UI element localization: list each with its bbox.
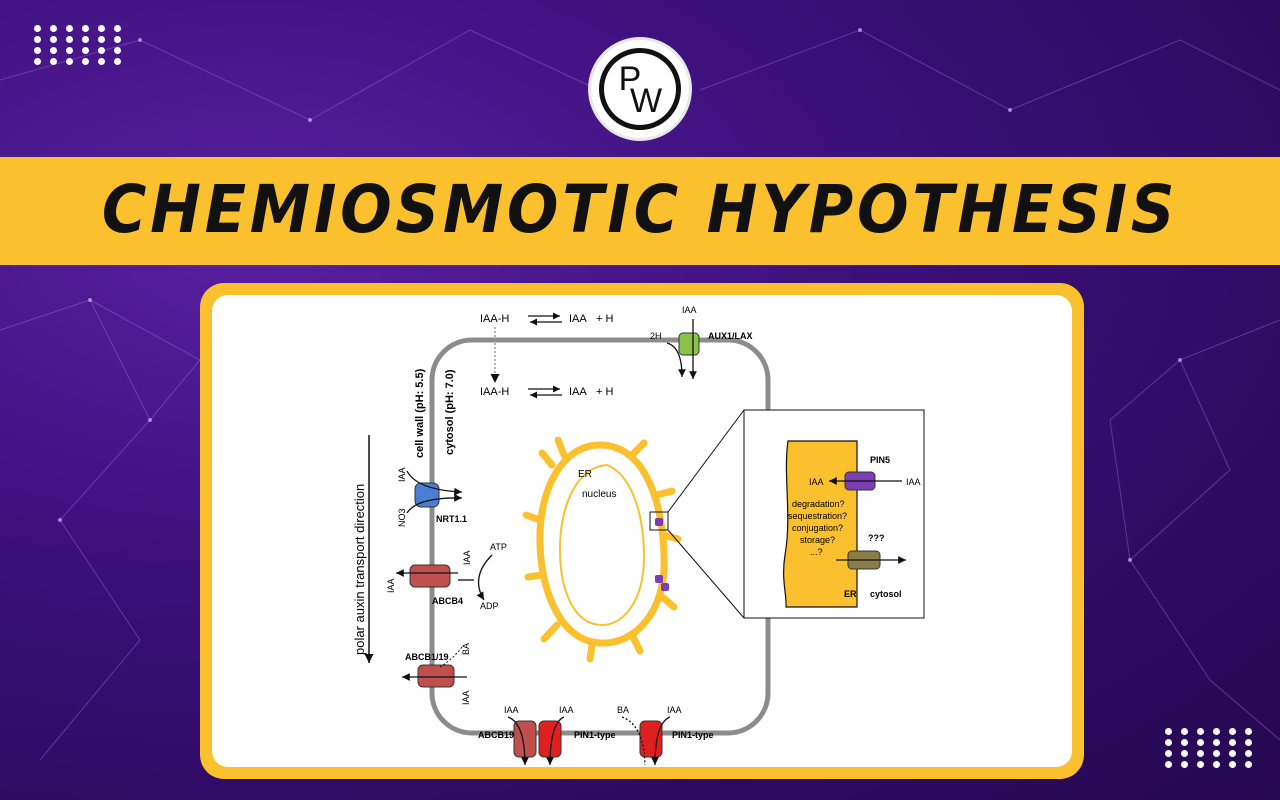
inset-q5: ...? <box>810 547 823 557</box>
equilibrium-arrows-inner <box>528 385 562 399</box>
pin1-label-a: PIN1-type <box>574 730 616 740</box>
aux1-2h-label: 2H <box>650 331 662 341</box>
nrt-no3-label: NO3 <box>397 508 407 527</box>
abcb4-iaa-left: IAA <box>386 578 396 593</box>
cell-membrane <box>429 337 771 736</box>
abcb1-transporter <box>417 664 455 688</box>
equilibrium-arrows-top <box>528 312 562 326</box>
abcb4-label: ABCB4 <box>432 596 463 606</box>
abcb4-adp-label: ADP <box>480 601 499 611</box>
pw-logo-disc: P W <box>599 48 681 130</box>
nrt-arrow-iaa <box>406 470 463 496</box>
zoom-box-small <box>649 511 669 531</box>
nrt1-transporter <box>414 482 440 508</box>
aux1-label: AUX1/LAX <box>708 331 753 341</box>
abcb4-atp-label: ATP <box>490 542 507 552</box>
inset-q1: degradation? <box>792 499 845 509</box>
abcb4-transporter <box>409 564 451 588</box>
cytosol-ph-label: cytosol (pH: 7.0) <box>444 369 456 455</box>
eq-inner-right: IAA <box>569 386 587 398</box>
pin5-mini-b <box>655 575 663 583</box>
diagram-canvas: IAA-H IAA + H IAA-H IAA + H cell wall (p… <box>212 295 1072 767</box>
aux1-arrow-h <box>666 342 686 378</box>
inset-q4: storage? <box>800 535 835 545</box>
pin1-transporter-b <box>639 720 663 758</box>
zoom-line-top <box>667 409 745 513</box>
bottom-ba: BA <box>617 705 629 715</box>
cell-wall-label: cell wall (pH: 5.5) <box>414 368 426 458</box>
atp-adp-arrow <box>476 554 493 601</box>
page-title: CHEMIOSMOTIC HYPOTHESIS <box>101 171 1179 248</box>
abcb4-iaa-right: IAA <box>462 550 472 565</box>
eq-inner-h: + H <box>596 386 613 398</box>
nrt-arrow-no3 <box>406 493 463 514</box>
abcb1-iaa-label: IAA <box>461 690 471 705</box>
diagram-card: IAA-H IAA + H IAA-H IAA + H cell wall (p… <box>200 283 1084 779</box>
dot-pattern-bottom-right <box>1165 728 1257 768</box>
dot-pattern-top-left <box>34 25 126 65</box>
er-network <box>522 436 682 663</box>
pw-logo: P W <box>591 40 689 138</box>
er-label: ER <box>578 469 592 480</box>
eq-top-left: IAA-H <box>480 313 509 325</box>
eq-inner-left: IAA-H <box>480 386 509 398</box>
aux1-iaa-label: IAA <box>682 305 697 315</box>
svg-text:P: P <box>619 60 642 98</box>
inset-pin5-label: PIN5 <box>870 455 890 465</box>
inset-cytosol-label: cytosol <box>870 589 902 599</box>
title-banner: CHEMIOSMOTIC HYPOTHESIS <box>0 157 1280 265</box>
inset-er-label: ER <box>844 589 857 599</box>
bottom-iaa1: IAA <box>504 705 519 715</box>
inset-iaa-left: IAA <box>809 477 824 487</box>
transport-direction-label: polar auxin transport direction <box>352 484 367 655</box>
bottom-iaa3: IAA <box>667 705 682 715</box>
abcb1-ba-label: BA <box>461 643 471 655</box>
bottom-iaa2: IAA <box>559 705 574 715</box>
pw-logo-mark: P W <box>604 53 676 125</box>
er-membrane-inset <box>783 440 858 608</box>
svg-text:W: W <box>630 82 662 120</box>
bottom-efflux-arrows <box>507 716 671 766</box>
pin5-mini-a <box>655 518 663 526</box>
pin5-mini-c <box>661 583 669 591</box>
eq-top-h: + H <box>596 313 613 325</box>
zoom-line-bottom <box>667 529 745 619</box>
aux1-transporter <box>678 332 700 356</box>
inset-unknown: ??? <box>868 533 885 543</box>
pin1-label-b: PIN1-type <box>672 730 714 740</box>
nrt-label: NRT1.1 <box>436 514 467 524</box>
inset-q3: conjugation? <box>792 523 843 533</box>
eq-top-right: IAA <box>569 313 587 325</box>
nrt-iaa-label: IAA <box>397 467 407 482</box>
nucleus-label: nucleus <box>582 489 616 500</box>
inset-q2: sequestration? <box>788 511 847 521</box>
auxin-transport-diagram: IAA-H IAA + H IAA-H IAA + H cell wall (p… <box>352 305 925 766</box>
inset-iaa-right: IAA <box>906 477 921 487</box>
abcb1-label: ABCB1/19 <box>405 652 449 662</box>
abcb19-label: ABCB19 <box>478 730 514 740</box>
